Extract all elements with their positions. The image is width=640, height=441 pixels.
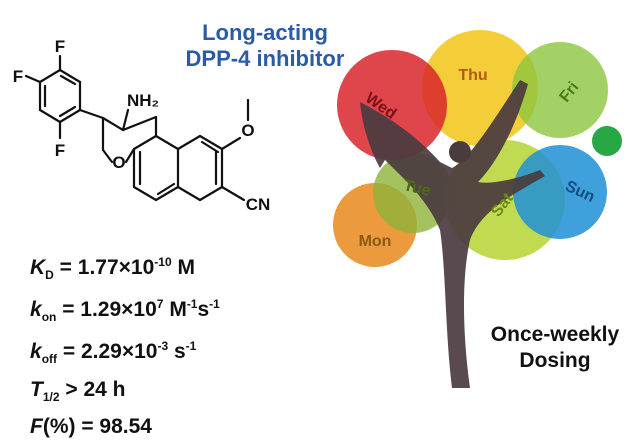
atom-o-ring: O (112, 153, 125, 172)
property-bioavailability: F(%) = 98.54 (30, 414, 152, 438)
title: Long-acting DPP-4 inhibitor (150, 20, 380, 72)
molecule-bonds (24, 54, 250, 202)
tree-trunk (360, 80, 545, 388)
atom-f-bottom: F (55, 141, 65, 160)
circle-sun (513, 145, 607, 239)
atom-f-left: F (13, 67, 23, 86)
title-line-2: DPP-4 inhibitor (185, 46, 345, 71)
small-green-dot (592, 126, 622, 156)
property-kon: kon = 1.29×107 M-1s-1 (30, 297, 220, 325)
property-half-life: T1/2 > 24 h (30, 377, 126, 404)
day-label-mon: Mon (359, 233, 392, 250)
atom-nh2: NH₂ (127, 91, 159, 110)
dosing-caption-line-2: Dosing (519, 349, 591, 372)
property-kd: KD = 1.77×10-10 M (30, 255, 195, 283)
atom-o-methoxy: O (241, 121, 254, 140)
weekly-tree-illustration: Mon Tue Wed Thu Fri Sat Sun (333, 30, 622, 388)
atom-cn: CN (246, 195, 271, 214)
day-label-thu: Thu (458, 67, 487, 84)
circle-fri (512, 42, 608, 138)
property-koff: koff = 2.29×10-3 s-1 (30, 339, 197, 367)
dosing-caption: Once-weekly Dosing (480, 322, 630, 374)
circle-wed (337, 50, 447, 160)
title-line-1: Long-acting (202, 20, 328, 45)
molecule-structure: F F F NH₂ O O CN (13, 37, 271, 214)
dosing-caption-line-1: Once-weekly (490, 323, 620, 346)
atom-f-top: F (55, 37, 65, 56)
figure-head (449, 141, 471, 163)
day-label-tue: Tue (402, 177, 433, 200)
